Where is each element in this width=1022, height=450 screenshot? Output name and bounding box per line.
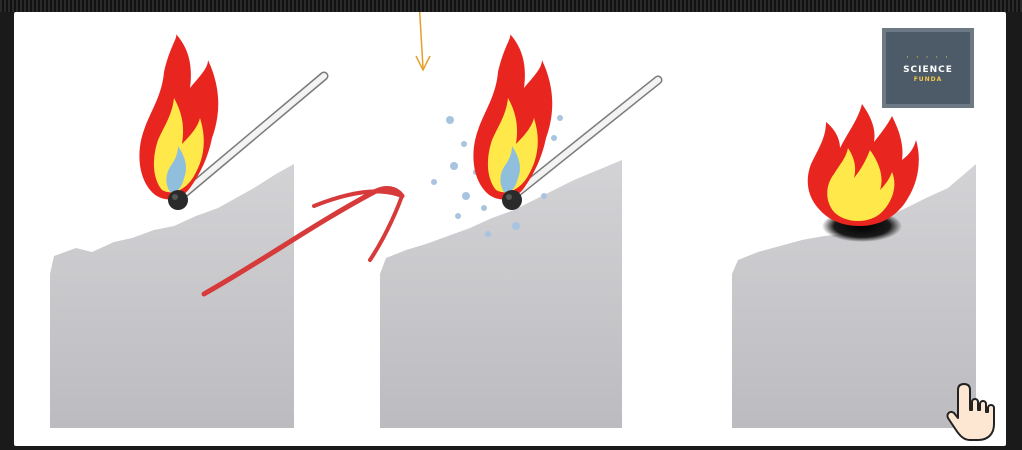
pointer-annotation [416, 12, 430, 70]
science-funda-logo: · · · · · SCIENCE FUNDA [882, 28, 974, 108]
illustration-svg [14, 12, 1006, 446]
panel-2-match [473, 34, 658, 210]
logo-subtitle: FUNDA [914, 76, 943, 83]
lightbulb-icon: · · · · · [906, 53, 950, 63]
top-border-strip [0, 0, 1022, 12]
illustration-stage: · · · · · SCIENCE FUNDA [14, 12, 1006, 446]
panel-1-match [139, 34, 324, 210]
logo-title: SCIENCE [903, 65, 953, 75]
panel-2-paper [380, 160, 622, 428]
hand-pointer-icon [944, 380, 1000, 444]
